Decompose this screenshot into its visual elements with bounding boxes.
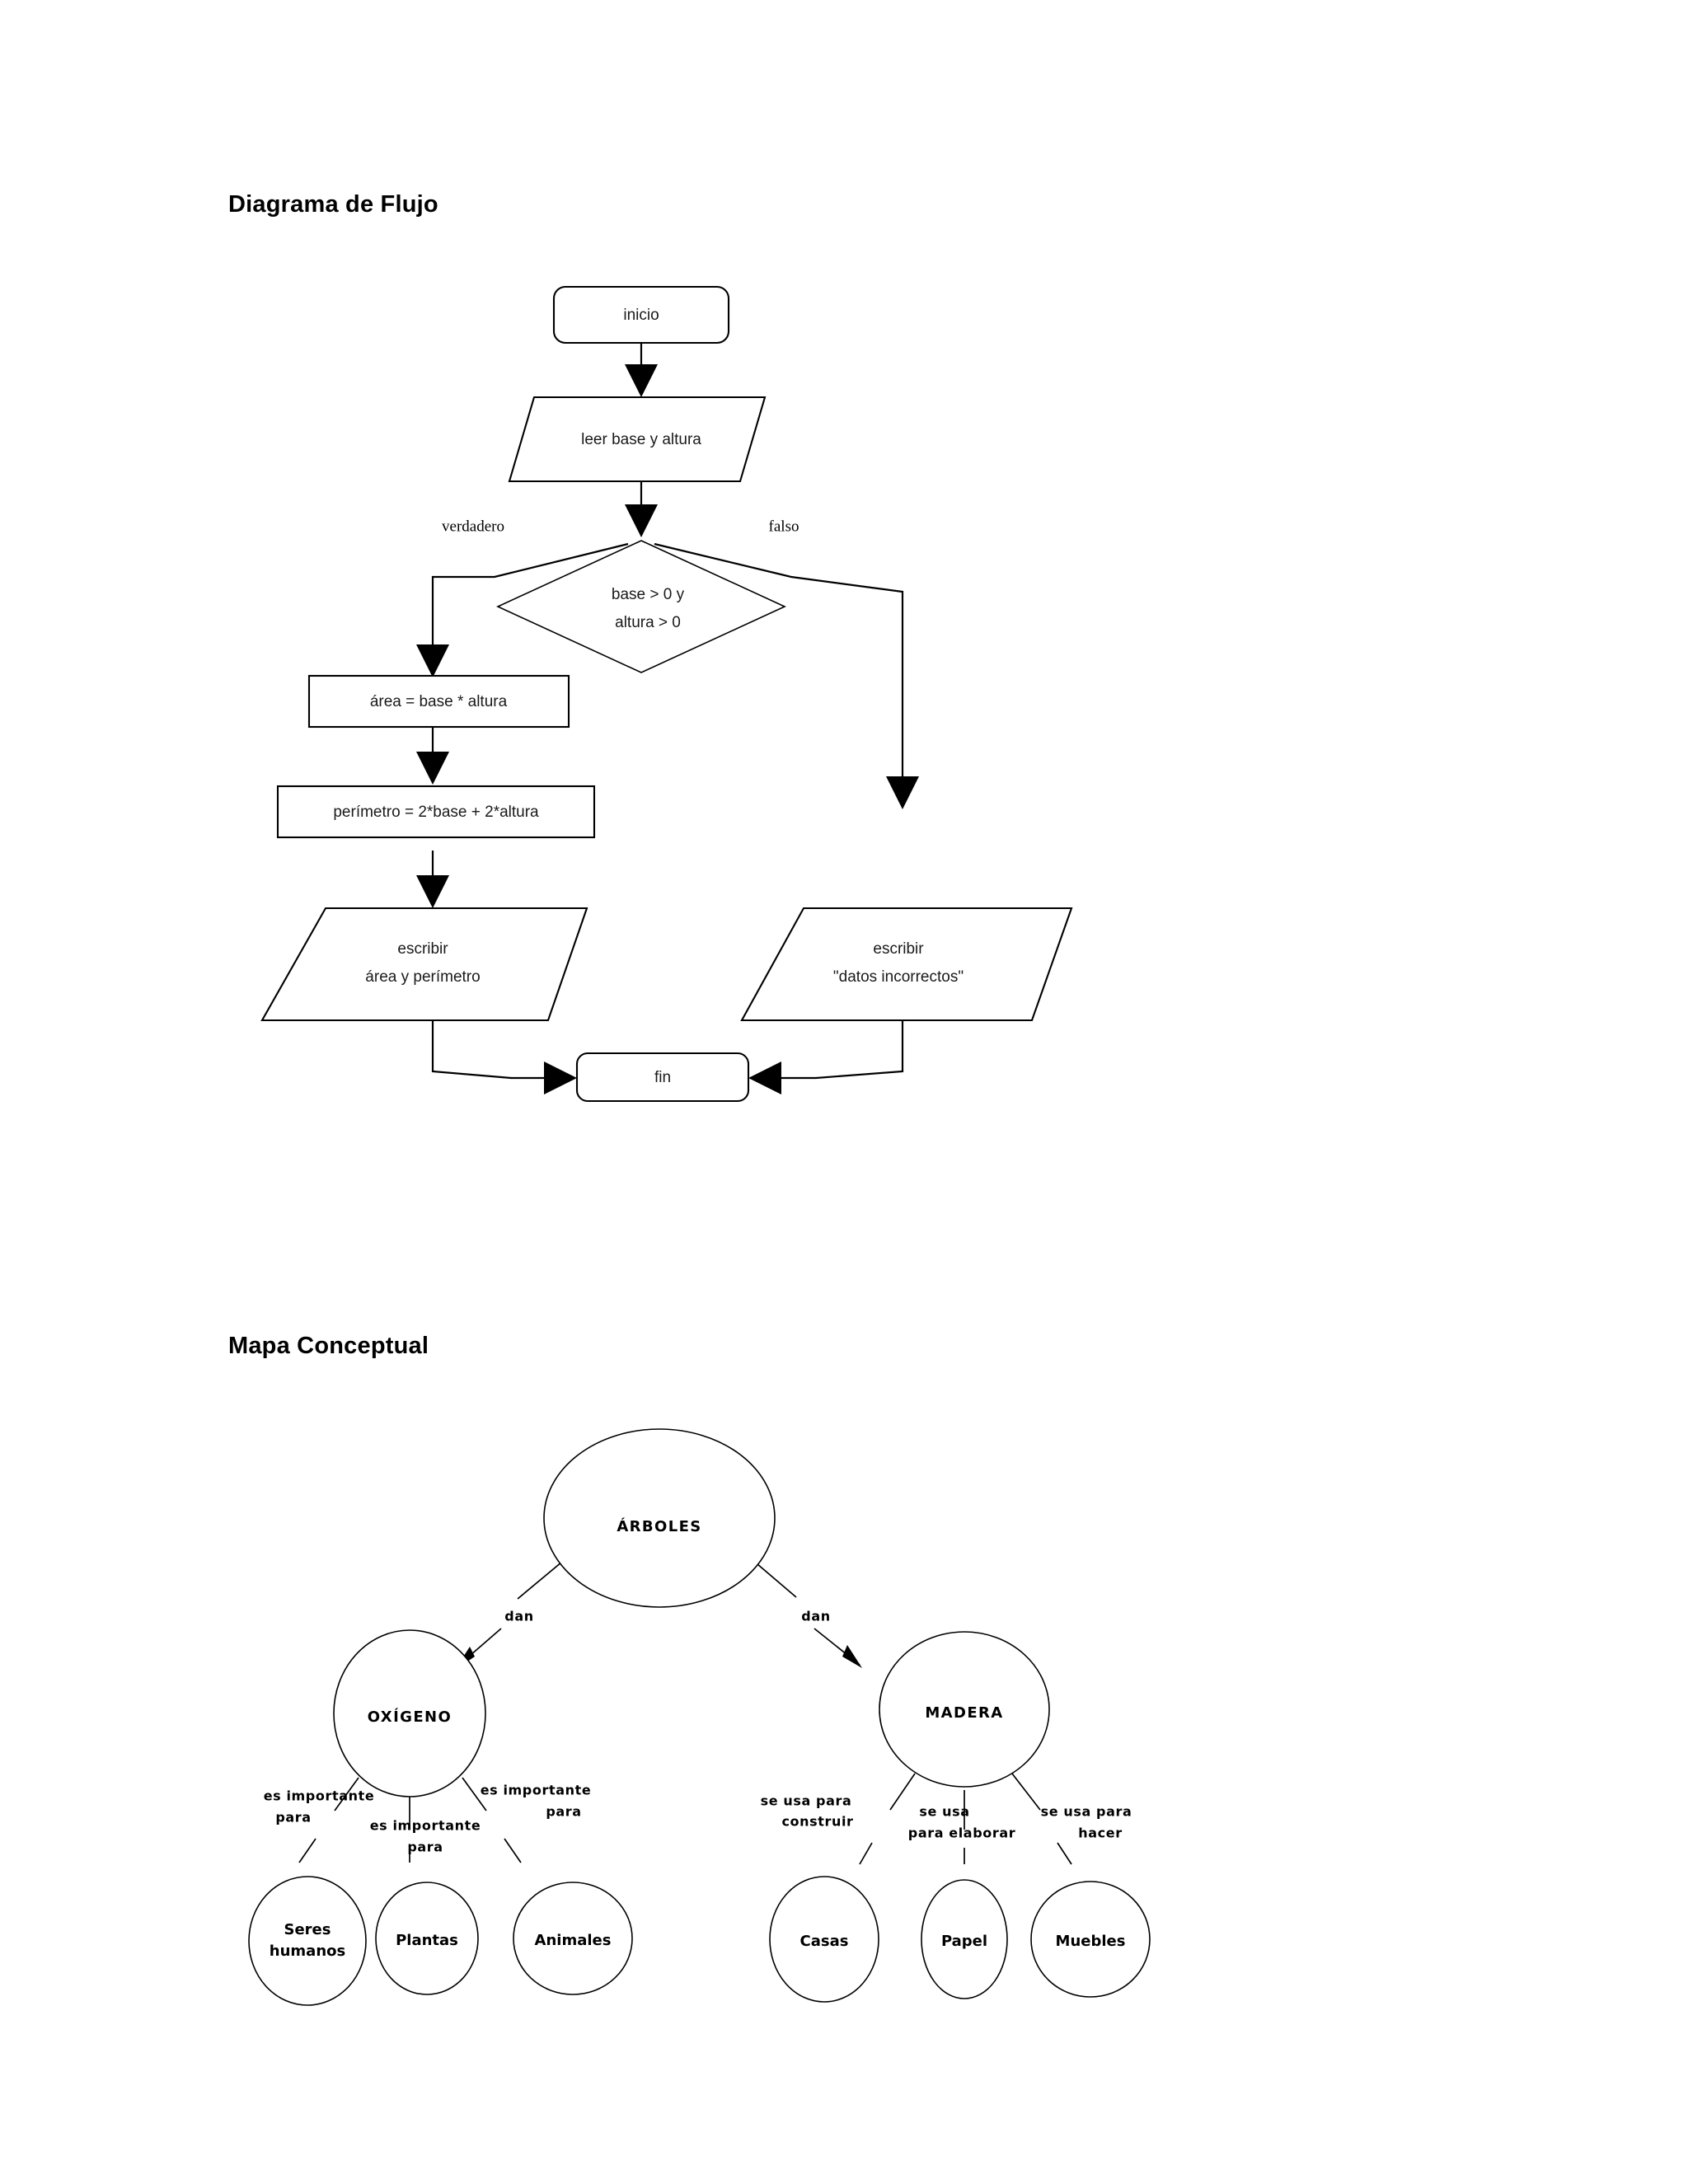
flow-connector-read-to-decision [625, 481, 658, 537]
flowchart-diagram: inicio leer base y altura verdadero fals… [260, 285, 1073, 1103]
cm-link-label-oxygen-2: es importante para [481, 1783, 592, 1820]
flow-connector-start-to-read [625, 343, 658, 397]
flow-node-area[interactable]: área = base * altura [307, 674, 570, 729]
cm-node-leaf-papel-label: Papel [941, 1933, 987, 1950]
flow-node-area-label: área = base * altura [370, 693, 508, 710]
cm-link-label-oxygen-2-line1: es importante [481, 1783, 592, 1798]
flow-node-print-ok-label-line2: área y perímetro [365, 968, 480, 986]
flow-node-read-label: leer base y altura [581, 431, 701, 448]
flow-node-end-label: fin [654, 1069, 671, 1086]
cm-node-leaf-papel[interactable]: Papel [921, 1879, 1008, 1999]
cm-link-label-wood-1-line1: se usa [919, 1804, 969, 1820]
flow-node-read[interactable]: leer base y altura [508, 396, 767, 483]
flow-node-print-ok-label-line1: escribir [397, 940, 448, 958]
cm-node-leaf-animales[interactable]: Animales [513, 1882, 633, 1995]
cm-link-label-wood-1-line2: para elaborar [908, 1825, 1015, 1841]
cm-node-leaf-muebles-label: Muebles [1056, 1933, 1126, 1950]
cm-link-label-wood-0: se usa para construir [761, 1793, 853, 1830]
cm-node-leaf-animales-label: Animales [535, 1932, 612, 1949]
cm-link-label-wood-0-line1: se usa para [761, 1793, 852, 1809]
cm-node-leaf-seres-humanos-label-line1: Seres [284, 1921, 331, 1938]
cm-node-root[interactable]: ÁRBOLES [543, 1428, 776, 1608]
flow-connector-print-ok-to-end [431, 1020, 577, 1094]
cm-node-leaf-plantas[interactable]: Plantas [375, 1882, 479, 1995]
flow-branch-label-false: falso [769, 518, 799, 535]
flow-node-print-error-label-line2: "datos incorrectos" [833, 968, 964, 986]
cm-link-label-oxygen-1-line2: para [407, 1840, 443, 1855]
flow-node-print-ok[interactable]: escribir área y perímetro [260, 907, 588, 1022]
cm-link-label-oxygen-1-line1: es importante [370, 1818, 481, 1834]
cm-node-wood-label: MADERA [925, 1704, 1003, 1722]
cm-node-wood[interactable]: MADERA [879, 1631, 1050, 1788]
cm-link-label-wood-1: se usa para elaborar [908, 1804, 1015, 1841]
flow-node-perimeter-label: perímetro = 2*base + 2*altura [333, 804, 539, 821]
cm-connector-wood-children [859, 1773, 1072, 1865]
cm-link-label-oxygen-0-line2: para [275, 1810, 311, 1825]
cm-node-leaf-seres-humanos[interactable]: Seres humanos [248, 1876, 367, 2006]
cm-link-label-oxygen-0: es importante para [264, 1788, 375, 1825]
cm-node-leaf-muebles[interactable]: Muebles [1030, 1881, 1151, 1998]
cm-link-label-wood-0-line2: construir [781, 1814, 853, 1830]
cm-link-label-wood-2-line2: hacer [1078, 1825, 1122, 1841]
cm-node-leaf-casas[interactable]: Casas [769, 1876, 879, 2003]
flow-branch-label-true: verdadero [442, 518, 504, 535]
cm-node-oxygen-label: OXÍGENO [368, 1708, 452, 1726]
cm-link-label-wood-2: se usa para hacer [1041, 1804, 1132, 1841]
flow-connector-area-to-perimeter [416, 727, 449, 785]
cm-link-label-wood-2-line1: se usa para [1041, 1804, 1132, 1820]
cm-node-leaf-casas-label: Casas [800, 1933, 849, 1950]
cm-node-root-label: ÁRBOLES [617, 1517, 701, 1535]
cm-link-label-root-wood: dan [801, 1609, 830, 1624]
flow-connector-print-err-to-end [748, 1020, 904, 1094]
conceptmap-diagram: dan dan ÁRBOLES OXÍGENO MADERA es import… [248, 1428, 1151, 2006]
flow-connector-perimeter-to-print [416, 851, 449, 908]
cm-node-oxygen[interactable]: OXÍGENO [333, 1629, 486, 1797]
cm-connector-oxygen-children [298, 1777, 522, 1863]
cm-node-leaf-plantas-label: Plantas [396, 1932, 458, 1949]
flow-node-print-error-label-line1: escribir [873, 940, 924, 958]
flow-node-decision-label-line2: altura > 0 [615, 614, 681, 631]
cm-link-label-oxygen-0-line1: es importante [264, 1788, 375, 1804]
flow-node-start[interactable]: inicio [552, 285, 730, 344]
cm-link-label-oxygen-1: es importante para [370, 1818, 481, 1855]
flow-node-perimeter[interactable]: perímetro = 2*base + 2*altura [276, 785, 596, 839]
flowchart-section-heading: Diagrama de Flujo [228, 191, 438, 218]
cm-link-label-oxygen-2-line2: para [546, 1804, 581, 1820]
flow-connector-false-branch [654, 542, 919, 809]
cm-node-leaf-seres-humanos-label-line2: humanos [270, 1943, 345, 1960]
flow-node-end[interactable]: fin [575, 1052, 750, 1103]
flow-node-start-label: inicio [623, 307, 659, 324]
flow-node-decision-label-line1: base > 0 y [612, 586, 685, 603]
cm-link-label-root-oxygen: dan [504, 1609, 533, 1624]
flow-connector-true-branch [416, 542, 629, 677]
flow-node-print-error[interactable]: escribir "datos incorrectos" [740, 907, 1073, 1022]
conceptmap-section-heading: Mapa Conceptual [228, 1333, 429, 1359]
flow-node-decision[interactable]: base > 0 y altura > 0 [496, 540, 786, 673]
